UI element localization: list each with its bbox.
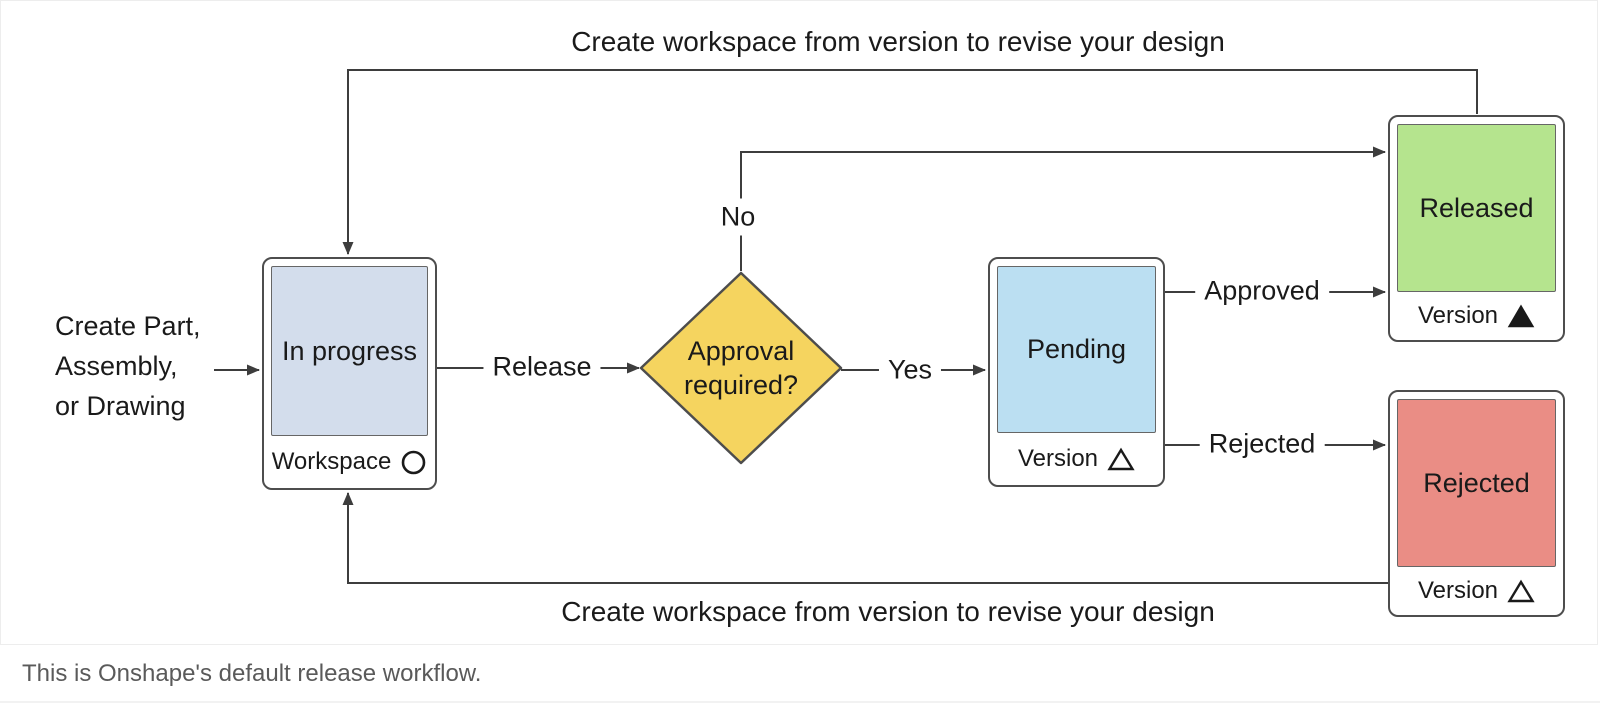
edge-label-yes: Yes — [878, 351, 942, 389]
node-pending-type-label: Version — [1017, 445, 1099, 472]
node-rejected-type: Version — [1390, 567, 1563, 615]
edge-decision-no-to-released — [740, 146, 1386, 271]
node-rejected-state-area: Rejected — [1397, 399, 1556, 567]
node-in-progress: In progress Workspace — [262, 257, 437, 490]
decision-label: Approval required? — [641, 334, 841, 402]
edge-rejected-return-to-inprogress — [342, 492, 1388, 584]
version-triangle-outline-icon — [1507, 579, 1535, 602]
node-in-progress-state-area: In progress — [271, 266, 428, 436]
node-released-type: Version — [1390, 292, 1563, 340]
start-text-line2: Assembly, — [55, 351, 178, 381]
edge-released-return-to-inprogress — [342, 69, 1478, 255]
decision-label-line1: Approval — [687, 336, 795, 366]
top-return-note: Create workspace from version to revise … — [571, 26, 1225, 57]
figure-caption: This is Onshape's default release workfl… — [22, 660, 482, 687]
node-pending-state-area: Pending — [997, 266, 1156, 433]
node-rejected: Rejected Version — [1388, 390, 1565, 617]
node-rejected-type-label: Version — [1417, 577, 1499, 604]
flowchart-connectors — [214, 69, 1478, 584]
node-in-progress-type-label: Workspace — [271, 448, 392, 475]
start-text: Create Part, Assembly, or Drawing — [55, 306, 201, 426]
start-text-line1: Create Part, — [55, 311, 201, 341]
edge-label-approved: Approved — [1195, 272, 1329, 310]
node-released: Released Version — [1388, 115, 1565, 342]
node-released-state-area: Released — [1397, 124, 1556, 292]
node-in-progress-label: In progress — [281, 335, 418, 366]
node-in-progress-type: Workspace — [264, 436, 435, 488]
node-rejected-label: Rejected — [1423, 467, 1530, 498]
node-pending-label: Pending — [1026, 334, 1127, 364]
decision-diamond — [639, 271, 843, 465]
edge-label-rejected: Rejected — [1199, 425, 1325, 463]
node-pending: Pending Version — [988, 257, 1165, 487]
version-triangle-outline-icon — [1107, 447, 1135, 470]
node-released-type-label: Version — [1417, 302, 1499, 329]
node-pending-type: Version — [990, 433, 1163, 485]
bottom-return-note: Create workspace from version to revise … — [561, 596, 1215, 627]
start-text-line3: or Drawing — [55, 391, 186, 421]
decision-label-line2: required? — [683, 370, 799, 400]
workspace-circle-icon — [401, 450, 426, 474]
version-triangle-filled-icon — [1507, 304, 1535, 327]
edge-label-release: Release — [483, 348, 601, 386]
node-released-label: Released — [1419, 192, 1534, 223]
edge-label-no: No — [711, 198, 765, 236]
